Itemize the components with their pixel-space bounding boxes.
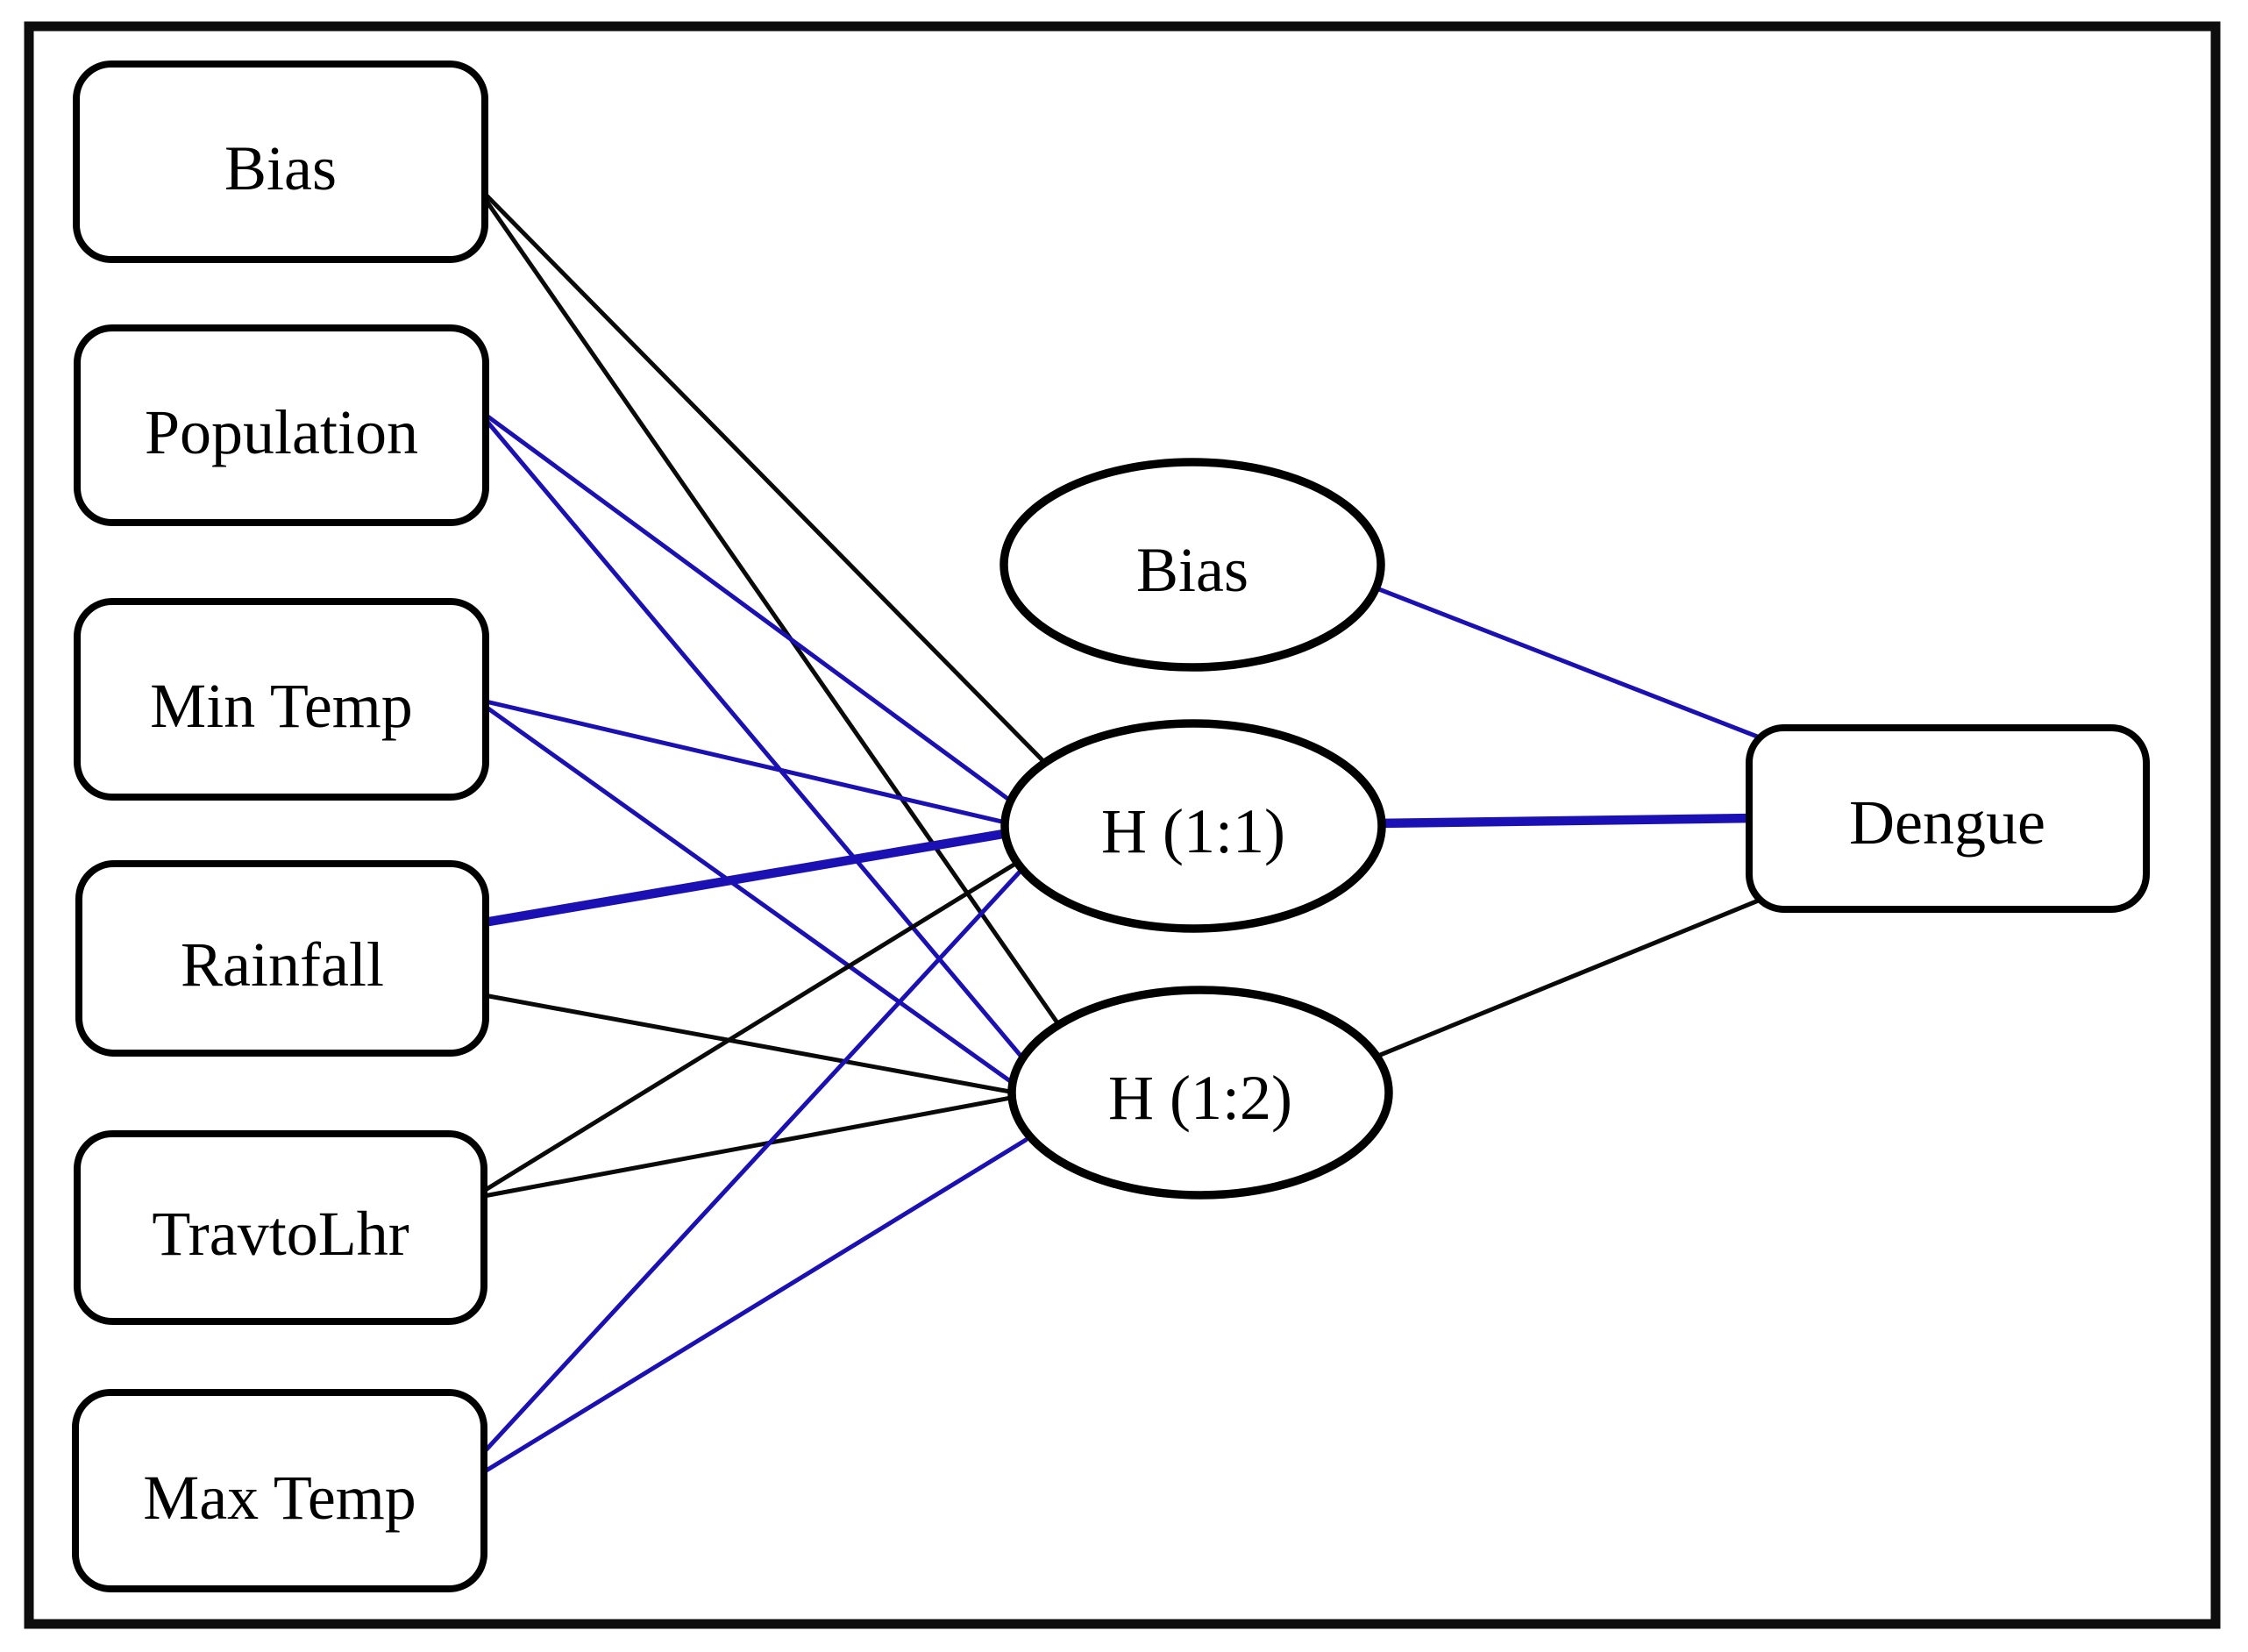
input-node-max-temp-box [72, 1389, 487, 1592]
input-node-bias-label: Bias [224, 133, 337, 203]
edge-max-temp-h12 [482, 1137, 1028, 1474]
edge-travtolhr-h12 [481, 1095, 1014, 1199]
edge-max-temp-h11 [482, 865, 1026, 1454]
input-node-bias: Bias [73, 61, 488, 263]
edge-bias-input-h11 [483, 192, 1046, 764]
input-node-max-temp-label: Max Temp [143, 1463, 416, 1533]
hidden-node-bias-label: Bias [1136, 535, 1248, 605]
input-node-rainfall-label: Rainfall [181, 929, 384, 1000]
edge-rainfall-h12 [481, 993, 1013, 1094]
edge-rainfall-h11 [479, 828, 1014, 928]
input-node-travtolhr-label: TravtoLhr [152, 1199, 409, 1269]
edge-min-temp-h11 [483, 699, 1008, 825]
input-node-min-temp: Min Temp [74, 598, 489, 801]
input-node-rainfall-box [75, 860, 489, 1057]
output-node-dengue-box [1746, 724, 2150, 913]
edge-h12-dengue [1352, 897, 1763, 1068]
input-node-min-temp-box [74, 598, 489, 801]
hidden-node-bias-ellipse [1000, 458, 1385, 672]
input-node-population-box [74, 324, 489, 526]
input-node-population-label: Population [145, 397, 418, 467]
edge-population-h12 [484, 418, 1024, 1059]
input-node-min-temp-label: Min Temp [150, 671, 413, 741]
edge-bias-input-h12 [483, 197, 1059, 1024]
edge-population-h11 [484, 413, 1015, 805]
hidden-node-h12-label: H (1:2) [1108, 1063, 1292, 1133]
output-node-dengue: Dengue [1746, 724, 2150, 913]
input-node-travtolhr-box [74, 1130, 487, 1325]
input-node-bias-box [73, 61, 488, 263]
edge-bias-hidden-dengue [1361, 580, 1767, 742]
hidden-node-h11: H (1:1) [1000, 719, 1386, 933]
input-node-population: Population [74, 324, 489, 526]
edge-min-temp-h12 [483, 704, 1015, 1086]
input-node-rainfall: Rainfall [75, 860, 489, 1057]
edge-layer [479, 192, 1767, 1474]
input-node-max-temp: Max Temp [72, 1389, 487, 1592]
diagram-border-frame [24, 21, 2221, 1629]
hidden-node-h12: H (1:2) [1007, 986, 1393, 1200]
edge-travtolhr-h11 [481, 858, 1022, 1193]
hidden-node-bias: Bias [1000, 458, 1385, 672]
edge-h11-dengue [1310, 813, 1759, 830]
input-node-travtolhr: TravtoLhr [74, 1130, 487, 1325]
output-node-dengue-label: Dengue [1849, 787, 2045, 858]
hidden-node-h11-label: H (1:1) [1101, 796, 1285, 866]
hidden-node-h11-ellipse [1000, 719, 1386, 933]
hidden-node-h12-ellipse [1007, 986, 1393, 1200]
